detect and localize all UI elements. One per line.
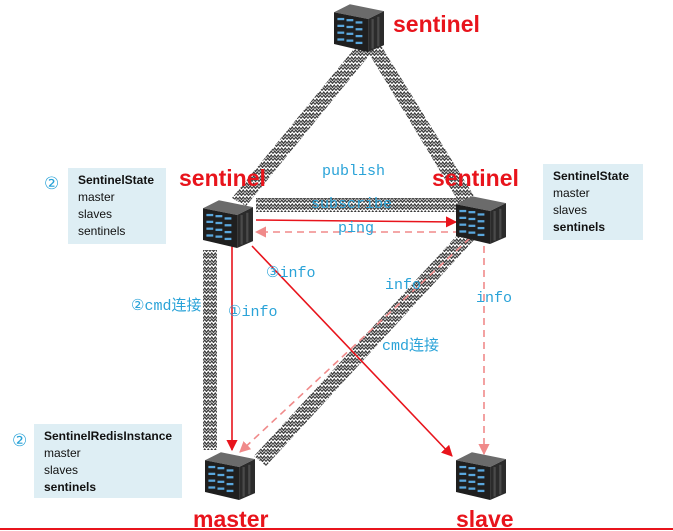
step-marker: ② <box>44 174 60 193</box>
link-left-right <box>256 198 460 212</box>
edge-label-info-right: info <box>476 290 513 307</box>
box-title: SentinelState <box>553 169 630 183</box>
solid-arrows <box>226 216 458 457</box>
box-line: sentinels <box>553 220 606 234</box>
edge-label-subscribe: subscribe <box>311 196 393 213</box>
edge-label-publish: publish <box>322 163 386 180</box>
edge-label-info-3: ③info <box>266 265 316 282</box>
box-line: sentinels <box>78 224 126 238</box>
box-line: slaves <box>553 203 588 217</box>
box-line: sentinels <box>44 480 97 494</box>
zigzag-links <box>203 44 474 466</box>
label-sentinel-right: sentinel <box>432 165 519 191</box>
step-marker: ② <box>12 431 28 450</box>
link-top-right <box>368 44 474 204</box>
sentinel-state-box-right: SentinelState master slaves sentinels <box>543 164 643 240</box>
server-rack-icon <box>334 4 384 52</box>
edge-label-info-1: ①info <box>228 304 278 321</box>
server-rack-icon <box>456 196 506 244</box>
edge-label-cmd-left: ②cmd连接 <box>131 298 202 315</box>
box-title: SentinelState <box>78 173 155 187</box>
label-master: master <box>193 506 269 531</box>
box-line: slaves <box>78 207 113 221</box>
dashed-arrows <box>239 226 490 456</box>
server-rack-icon <box>205 452 255 500</box>
sentinel-redis-instance-box: SentinelRedisInstance master slaves sent… <box>34 424 182 498</box>
server-rack-icon <box>203 200 253 248</box>
edge-label-cmd-mid: cmd连接 <box>382 338 440 355</box>
box-line: master <box>553 186 590 200</box>
label-sentinel-left: sentinel <box>179 165 266 191</box>
label-slave: slave <box>456 506 514 531</box>
bottom-rule <box>0 528 673 530</box>
arrow-right-master <box>239 237 471 453</box>
box-line: master <box>78 190 115 204</box>
link-right-master <box>254 230 474 466</box>
arrow-subscribe <box>255 216 458 228</box>
link-top-left <box>232 44 372 206</box>
label-sentinel-top: sentinel <box>393 11 480 37</box>
link-left-master <box>203 250 217 450</box>
box-line: master <box>44 446 81 460</box>
edge-label-ping: ping <box>338 220 375 237</box>
box-line: slaves <box>44 463 79 477</box>
box-title: SentinelRedisInstance <box>44 429 173 443</box>
edge-label-info-right-mid: info <box>385 277 422 294</box>
sentinel-state-box-left: SentinelState master slaves sentinels <box>68 168 166 244</box>
server-rack-icon <box>456 452 506 500</box>
arrow-info-slave <box>251 245 453 457</box>
